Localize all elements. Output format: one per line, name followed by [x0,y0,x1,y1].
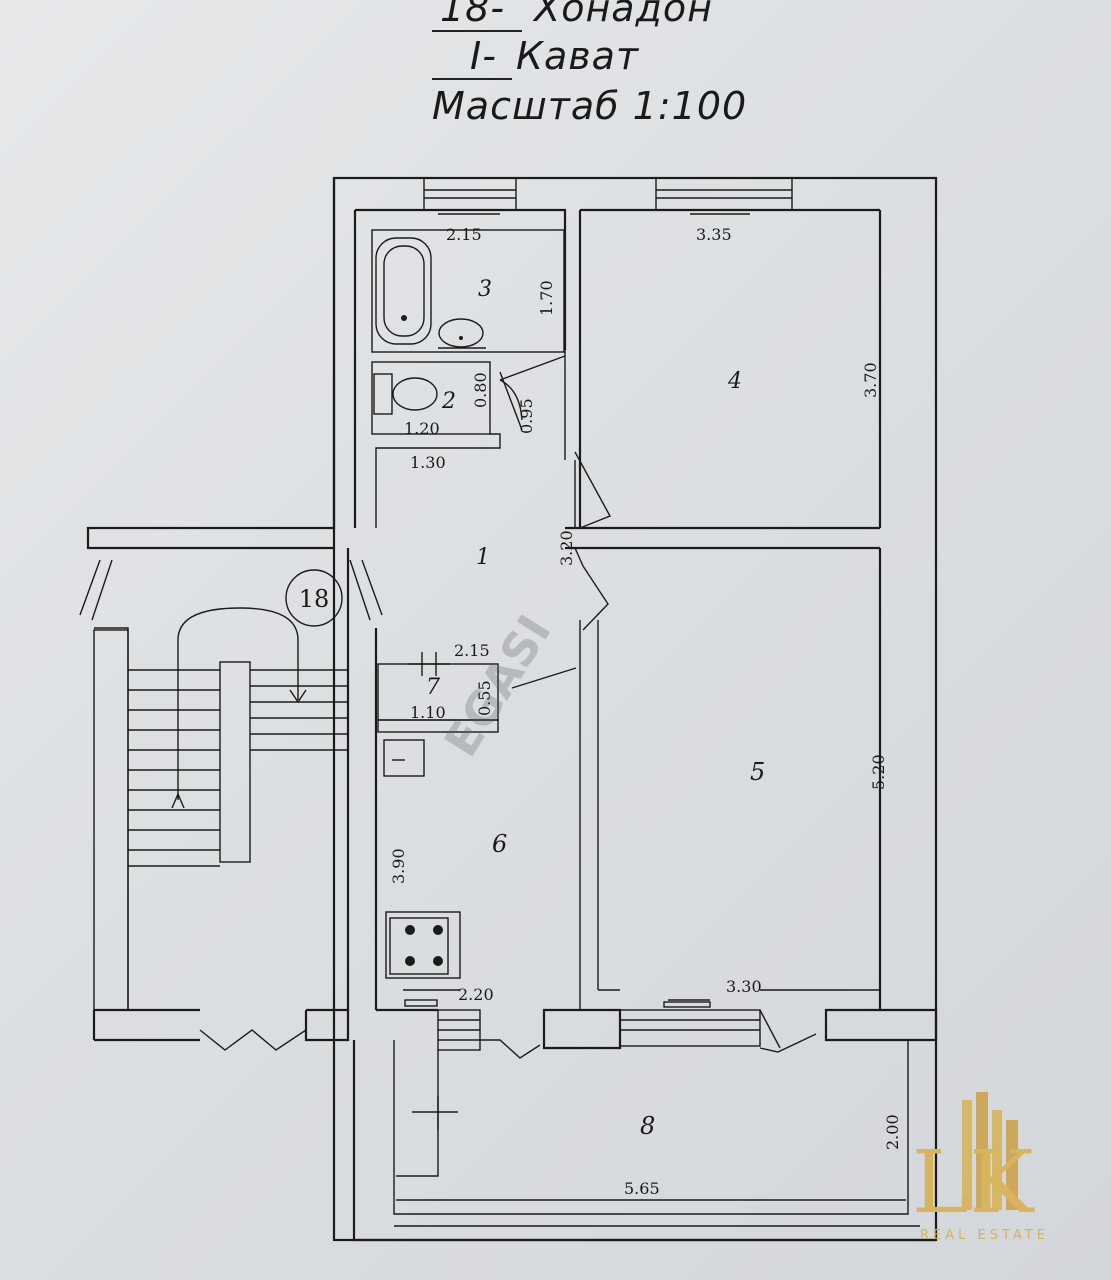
dim-5-20: 5.20 [869,754,888,790]
kitchen-6 [383,739,461,1007]
storage-7 [377,652,499,733]
scale-label: Масштаб 1:100 [432,84,748,128]
room-label-4: 4 [727,369,742,394]
top-window-right [655,177,793,211]
dimension-lines [396,213,906,1201]
room-label-7: 7 [426,675,440,700]
internal-walls [346,210,880,1010]
bathroom-3 [371,229,565,353]
entrance-area [79,559,383,1051]
floor-line: I- Кават [470,34,639,78]
dim-2-20: 2.20 [458,985,494,1004]
apartment-label: Хонадон [534,0,713,30]
bathroom-doors [499,350,611,529]
dim-3-30: 3.30 [726,977,762,996]
dim-0-55: 0.55 [475,680,494,716]
dim-0-95: 0.95 [517,398,536,434]
watermark-text: EGASI [434,606,562,766]
floor-number: I- [470,34,497,78]
dim-1-30: 1.30 [410,453,446,472]
dim-3-90: 3.90 [389,848,408,884]
lk-logo-mark: LK [912,1092,1035,1233]
dim-3-35: 3.35 [696,225,732,244]
hall-doors [511,547,609,689]
header-underline-1 [432,30,522,32]
watermark: EGASI [434,606,562,766]
room-label-8: 8 [640,1112,655,1140]
toilet-2 [371,361,501,528]
room-label-6: 6 [492,830,507,858]
dim-1-70: 1.70 [537,280,556,316]
apartment-badge: 18 [299,585,330,613]
floor-label: Кават [516,34,640,78]
top-window-left [423,177,517,211]
dim-0-80: 0.80 [471,372,490,408]
dim-5-65: 5.65 [624,1179,660,1198]
dim-3-20: 3.20 [557,530,576,566]
dim-1-10: 1.10 [410,703,446,722]
dim-2-00: 2.00 [883,1114,902,1150]
dim-1-20: 1.20 [404,419,440,438]
staircase [128,607,348,867]
dim-2-15-top: 2.15 [446,225,482,244]
room-label-1: 1 [476,545,490,570]
dim-3-70: 3.70 [861,362,880,398]
balcony-8 [352,1040,936,1242]
apartment-badge-circle [285,569,343,627]
room-label-5: 5 [750,758,765,786]
apartment-number-line: 18- Хонадон [440,0,713,30]
apartment-number: 18- [440,0,506,30]
room-label-2: 2 [441,389,456,414]
header-underline-2 [432,78,512,80]
room-label-3: 3 [478,277,492,302]
dim-2-15-mid: 2.15 [454,641,490,660]
bottom-walls [376,1001,938,1059]
logo-tagline: REAL ESTATE [920,1228,1049,1243]
logo-letters: LK [912,1133,1035,1233]
